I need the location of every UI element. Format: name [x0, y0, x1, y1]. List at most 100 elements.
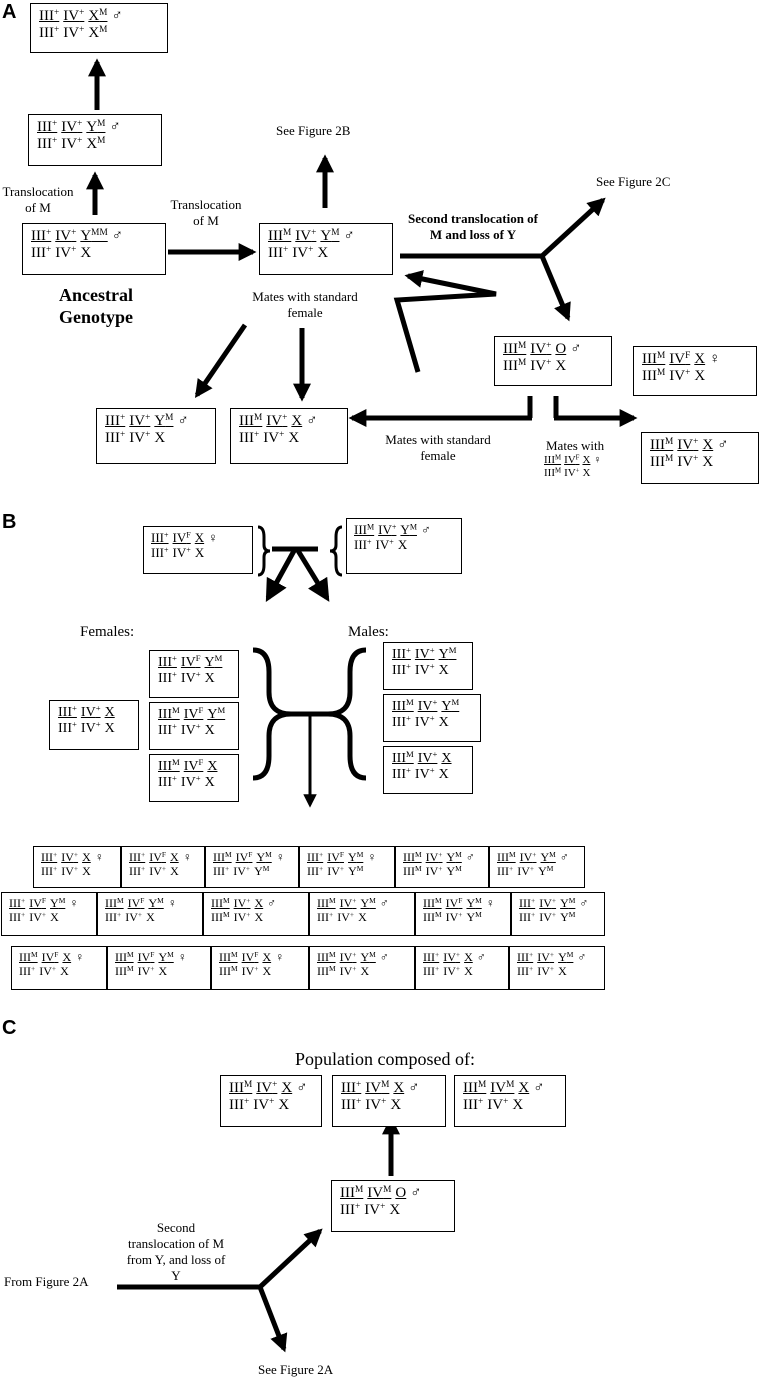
allele: IV+: [61, 849, 79, 864]
label-population: Population composed of:: [295, 1049, 475, 1069]
allele: X: [393, 1080, 405, 1096]
allele: X: [464, 950, 473, 964]
allele: IVM: [365, 1079, 390, 1096]
allele: IIIM: [340, 1184, 364, 1201]
arrow-to-see-2a: [257, 1286, 288, 1353]
allele: IIIM: [317, 895, 336, 910]
allele: IIIM: [19, 949, 38, 964]
allele: IV+: [39, 963, 57, 978]
female-symbol-icon: ♀: [69, 896, 79, 910]
panel-letter-c: C: [2, 1017, 17, 1039]
allele: III+: [39, 7, 60, 24]
allele: III+: [9, 895, 26, 910]
allele: IIIM: [229, 1079, 253, 1096]
allele: IV+: [61, 135, 83, 152]
allele: YM: [320, 227, 340, 244]
male-symbol-icon: ♂: [379, 896, 389, 910]
genotype-box: III+IV+X♀III+IV+X: [33, 846, 121, 888]
male-symbol-icon: ♂: [267, 896, 277, 910]
allele: IIIM: [211, 895, 230, 910]
allele: YM: [360, 949, 376, 964]
allele: IV+: [677, 453, 699, 470]
allele: III+: [41, 863, 58, 878]
genotype-top-row: III+IV+XM♂: [39, 8, 123, 25]
allele: IV+: [375, 537, 394, 552]
arrow-to-c4: [258, 1228, 323, 1289]
allele: III+: [341, 1079, 362, 1096]
allele: III+: [158, 721, 177, 738]
allele: IV+: [414, 713, 435, 730]
allele: X: [104, 721, 115, 736]
genotype-bottom-row: III+IV+X: [392, 662, 449, 679]
allele: III+: [229, 1096, 250, 1113]
allele: III+: [268, 244, 289, 261]
allele: III+: [392, 645, 411, 662]
male-symbol-icon: ♂: [408, 1080, 420, 1096]
allele: IV+: [263, 429, 285, 446]
allele: III+: [58, 703, 77, 720]
allele: X: [555, 358, 567, 374]
allele: X: [204, 671, 215, 686]
allele: IV+: [537, 949, 555, 964]
allele: IV+: [256, 1079, 278, 1096]
allele: X: [288, 430, 300, 446]
male-symbol-icon: ♂: [296, 1080, 308, 1096]
genotype-box: III+IV+YM♂III+IV+X: [509, 946, 605, 990]
female-symbol-icon: ♀: [275, 950, 285, 964]
allele: YM: [207, 705, 226, 722]
allele: O: [395, 1185, 407, 1201]
allele: III+: [354, 537, 372, 552]
allele: IV+: [414, 765, 435, 782]
label-see-figure-2b: See Figure 2B: [276, 123, 351, 138]
arrow-to-see-2c: [540, 197, 606, 258]
allele: IV+: [378, 522, 397, 537]
allele: IIIM: [211, 909, 230, 924]
allele: IV+: [172, 545, 191, 560]
label-second-translocation-c: Second translocation of M from Y, and lo…: [126, 1220, 226, 1283]
allele: IVF: [180, 653, 201, 670]
allele: X: [438, 663, 449, 678]
allele: IV+: [539, 895, 557, 910]
genotype-bottom-row: III+IV+X: [158, 721, 215, 739]
male-symbol-icon: ♂: [177, 413, 189, 429]
allele: IIIM: [423, 895, 442, 910]
allele: YM: [441, 697, 460, 714]
allele: X: [82, 850, 91, 864]
allele: III+: [129, 849, 146, 864]
allele: IV+: [337, 909, 355, 924]
allele: IV+: [443, 949, 461, 964]
allele: III+: [517, 963, 534, 978]
allele: X: [694, 351, 706, 367]
allele: IV+: [539, 909, 557, 924]
genotype-bottom-row: III+IV+YM: [307, 864, 363, 879]
male-symbol-icon: ♂: [420, 522, 431, 537]
genotype-bottom-row: III+IV+X: [341, 1097, 401, 1114]
allele: IVF: [41, 949, 59, 964]
allele: X: [582, 454, 591, 466]
allele: YM: [446, 863, 462, 878]
allele: III+: [307, 849, 324, 864]
allele: IV+: [180, 773, 201, 790]
allele: X: [194, 530, 205, 545]
allele: IIIM: [219, 963, 238, 978]
genotype-bottom-row: III+IV+X: [517, 964, 567, 979]
allele: IV+: [564, 467, 580, 479]
genotype-top-row: III+IV+YMM♂: [31, 228, 123, 245]
brace-b-right: [329, 525, 343, 577]
